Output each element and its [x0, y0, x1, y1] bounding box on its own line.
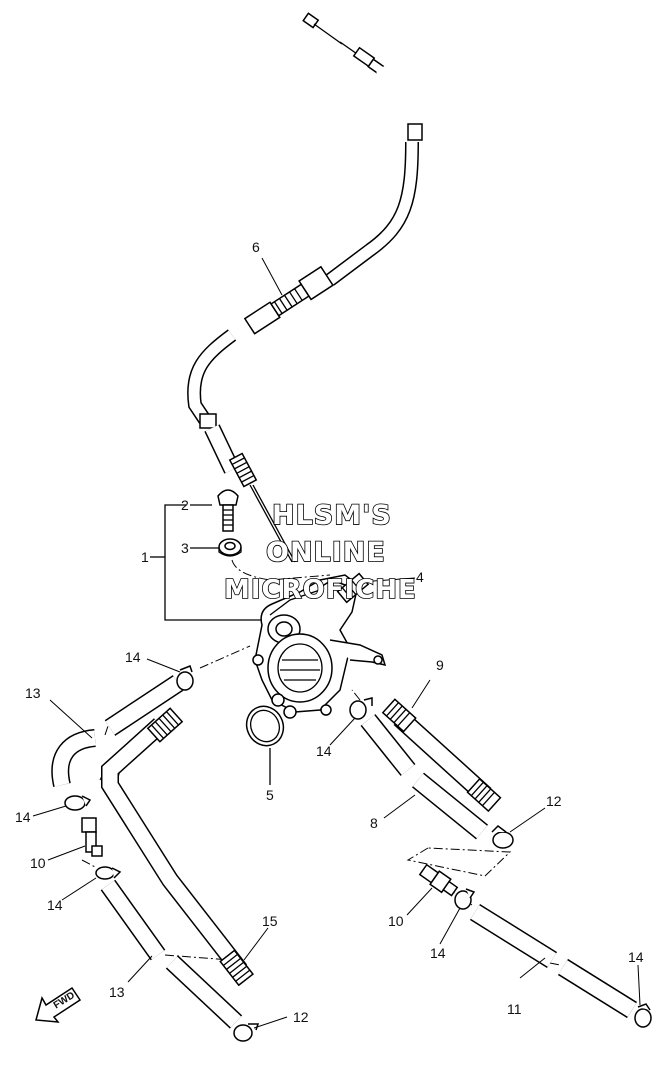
hose-15 [101, 707, 254, 987]
hose-13-upper [51, 729, 97, 788]
hose-clamp [634, 1003, 652, 1028]
washer [218, 538, 242, 557]
callout-13-upper: 13 [25, 685, 41, 701]
callout-13-lower: 13 [109, 984, 125, 1000]
callout-9: 9 [436, 657, 444, 673]
watermark-line-1: HLSM'S [272, 500, 392, 531]
callout-12-right: 12 [546, 793, 562, 809]
hose-clamp [454, 888, 476, 910]
o-ring [245, 705, 285, 785]
callout-2: 2 [181, 497, 189, 513]
callout-11: 11 [507, 1001, 522, 1017]
hose-clamp [491, 825, 514, 849]
callout-14-top: 14 [125, 649, 141, 665]
callout-1: 1 [141, 549, 149, 565]
callout-5: 5 [266, 787, 274, 803]
watermark-line-3: MICROFICHE [224, 575, 417, 605]
callout-10-left: 10 [30, 855, 46, 871]
callout-3: 3 [181, 540, 189, 556]
hose-clamp [233, 1023, 260, 1042]
hose-clamp [95, 866, 122, 880]
hose-short [104, 675, 184, 736]
hose-11 [469, 903, 638, 1019]
hose-13-lower [100, 879, 243, 1029]
callout-labels: 1 2 3 4 5 6 8 9 10 10 11 12 12 13 13 14 … [15, 239, 562, 1025]
callout-6: 6 [252, 239, 260, 255]
callout-14-right: 14 [430, 945, 446, 961]
callout-14-left: 14 [15, 809, 31, 825]
bolt [217, 489, 239, 532]
pump-assembly [252, 572, 387, 719]
hose-8 [360, 714, 488, 840]
callout-14-lower-left: 14 [47, 897, 63, 913]
callout-12-bottom: 12 [293, 1009, 309, 1025]
callout-14-center: 14 [316, 743, 332, 759]
throttle-cable [187, 12, 427, 563]
watermark: HLSM'S ONLINE MICROFICHE [223, 499, 417, 606]
watermark-line-2: ONLINE [266, 537, 386, 568]
callout-14-far-right: 14 [628, 949, 644, 965]
bracket-group [150, 489, 331, 621]
callout-4: 4 [416, 569, 424, 585]
check-valve [81, 817, 103, 857]
fwd-arrow-icon: FWD [35, 986, 82, 1023]
hose-clamp [64, 795, 92, 811]
callout-10-right: 10 [388, 913, 404, 929]
hose-clamp [349, 697, 373, 720]
check-valve [418, 863, 459, 897]
leader-lines [32, 257, 641, 1029]
hose-clamp [176, 665, 194, 691]
callout-8: 8 [370, 815, 378, 831]
hose-9 [381, 698, 502, 813]
callout-15: 15 [262, 913, 278, 929]
